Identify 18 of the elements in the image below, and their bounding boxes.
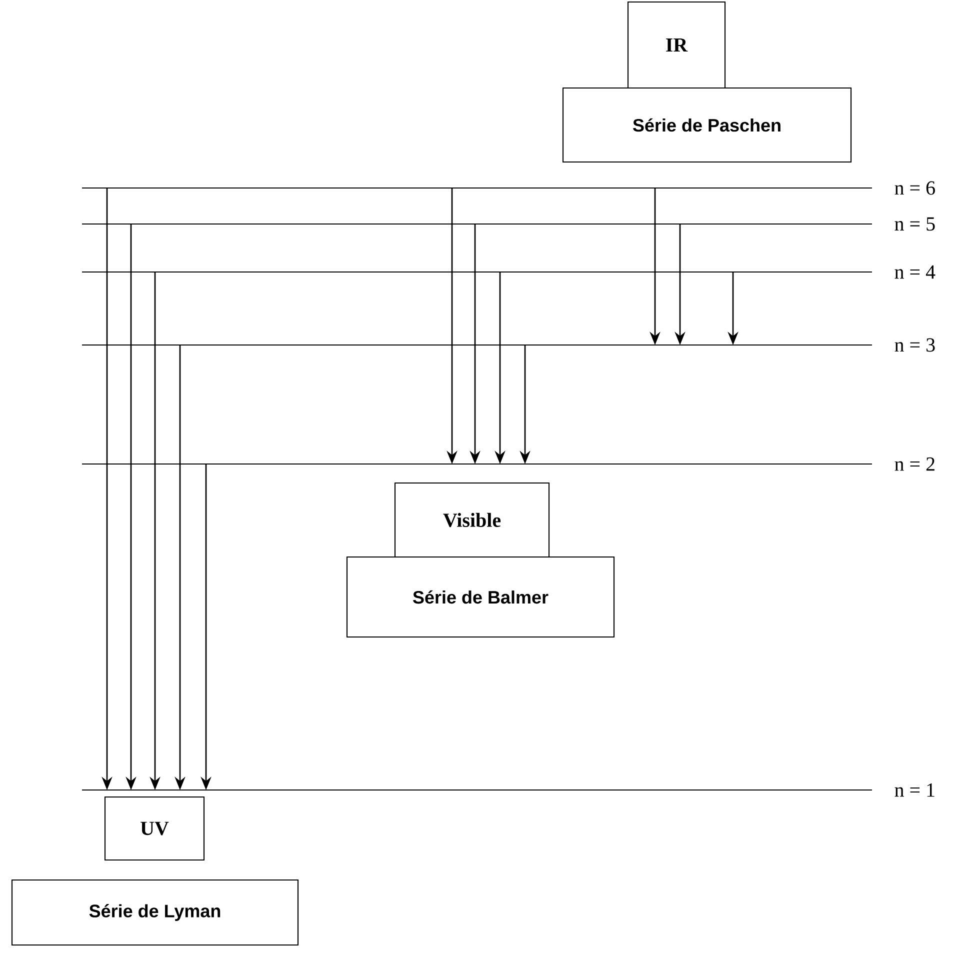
series-box: Série de Balmer bbox=[346, 556, 615, 638]
energy-level-line bbox=[81, 223, 873, 225]
level-label: n = 2 bbox=[894, 457, 934, 471]
series-box: Série de Paschen bbox=[562, 87, 852, 163]
energy-level-line bbox=[81, 344, 873, 346]
energy-level-line bbox=[81, 463, 873, 465]
spectrum-box: Visible bbox=[394, 482, 550, 558]
spectrum-box: IR bbox=[627, 1, 726, 89]
energy-level-line bbox=[81, 271, 873, 273]
level-label: n = 4 bbox=[894, 265, 936, 279]
level-label: n = 6 bbox=[894, 181, 935, 195]
energy-level-line bbox=[81, 187, 873, 189]
level-label: n = 5 bbox=[894, 217, 935, 231]
level-label: n = 1 bbox=[894, 783, 934, 797]
level-label: n = 3 bbox=[894, 338, 935, 352]
energy-level-line bbox=[81, 789, 873, 791]
spectrum-box: UV bbox=[104, 796, 205, 861]
series-box: Série de Lyman bbox=[11, 879, 299, 946]
